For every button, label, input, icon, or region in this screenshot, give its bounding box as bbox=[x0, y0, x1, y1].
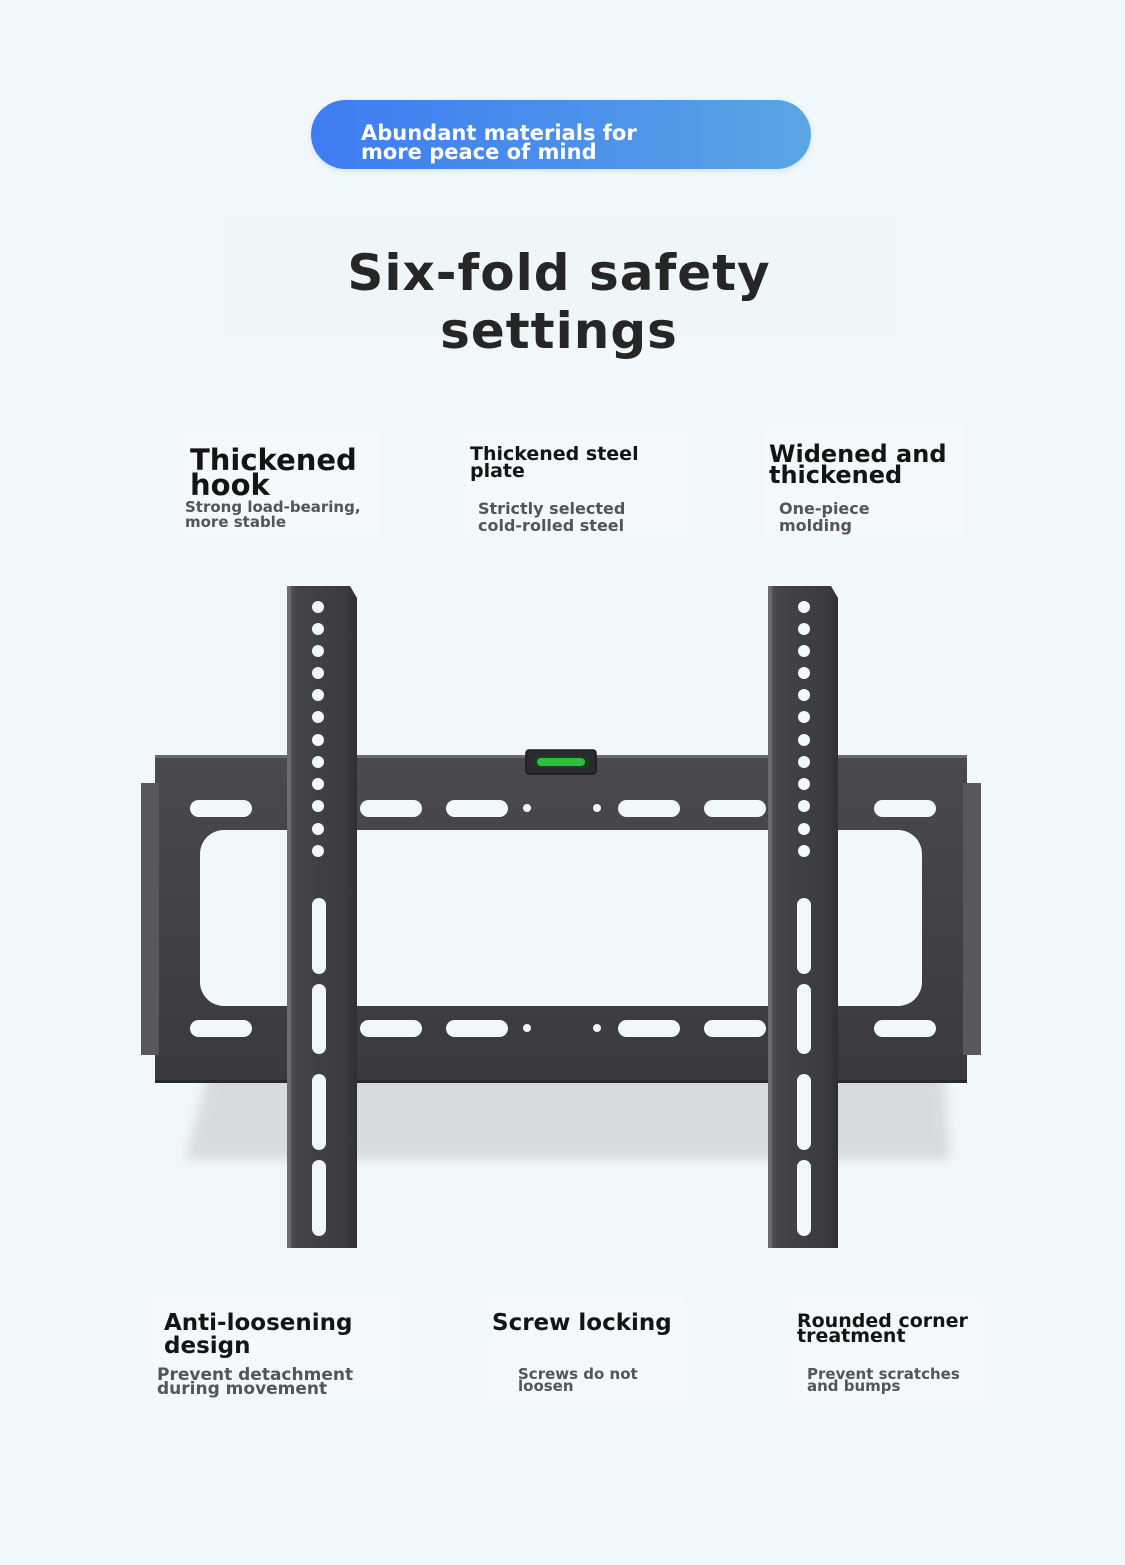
feature-screw-locking: Screw locking Screws do not loosen bbox=[487, 1298, 685, 1402]
feature-desc: Prevent scratches and bumps bbox=[807, 1365, 960, 1395]
page-title: Six-fold safety settings bbox=[347, 244, 771, 360]
plate-left-flange bbox=[141, 783, 159, 1055]
feature-thickened-hook: Thickened hook Strong load-bearing, more… bbox=[184, 430, 380, 534]
product-illustration bbox=[0, 560, 1125, 1280]
feature-title: Thickened hook bbox=[190, 443, 357, 502]
feature-desc: Strong load-bearing, more stable bbox=[185, 498, 361, 531]
feature-title: Thickened steel plate bbox=[470, 443, 639, 482]
feature-rounded-corner: Rounded corner treatment Prevent scratch… bbox=[792, 1298, 982, 1402]
feature-thickened-steel-plate: Thickened steel plate Strictly selected … bbox=[464, 428, 686, 536]
headline-box: Six-fold safety settings bbox=[224, 214, 894, 360]
feature-desc: Screws do not loosen bbox=[518, 1365, 638, 1395]
slot-row-top bbox=[190, 800, 936, 817]
banner-pill: Abundant materials for more peace of min… bbox=[311, 100, 811, 169]
slot-row-bottom bbox=[190, 1020, 936, 1037]
feature-title: Rounded corner treatment bbox=[797, 1310, 968, 1347]
feature-anti-loosening: Anti-loosening design Prevent detachment… bbox=[154, 1296, 400, 1400]
feature-title: Anti-loosening design bbox=[164, 1310, 353, 1359]
banner-text: Abundant materials for more peace of min… bbox=[361, 121, 637, 164]
right-hanging-rail bbox=[768, 586, 838, 1248]
tv-wall-mount-bracket-image bbox=[141, 586, 981, 1248]
feature-widened-thickened: Widened and thickened One-piece molding bbox=[765, 426, 963, 536]
feature-title: Widened and thickened bbox=[769, 440, 947, 489]
feature-desc: Strictly selected cold-rolled steel bbox=[478, 499, 626, 535]
feature-desc: One-piece molding bbox=[779, 499, 870, 535]
spirit-level-icon bbox=[525, 749, 597, 775]
feature-desc: Prevent detachment during movement bbox=[157, 1365, 354, 1399]
plate-right-flange bbox=[963, 783, 981, 1055]
left-hanging-rail bbox=[287, 586, 357, 1248]
feature-title: Screw locking bbox=[492, 1310, 672, 1336]
plate-cutout bbox=[200, 830, 922, 1006]
